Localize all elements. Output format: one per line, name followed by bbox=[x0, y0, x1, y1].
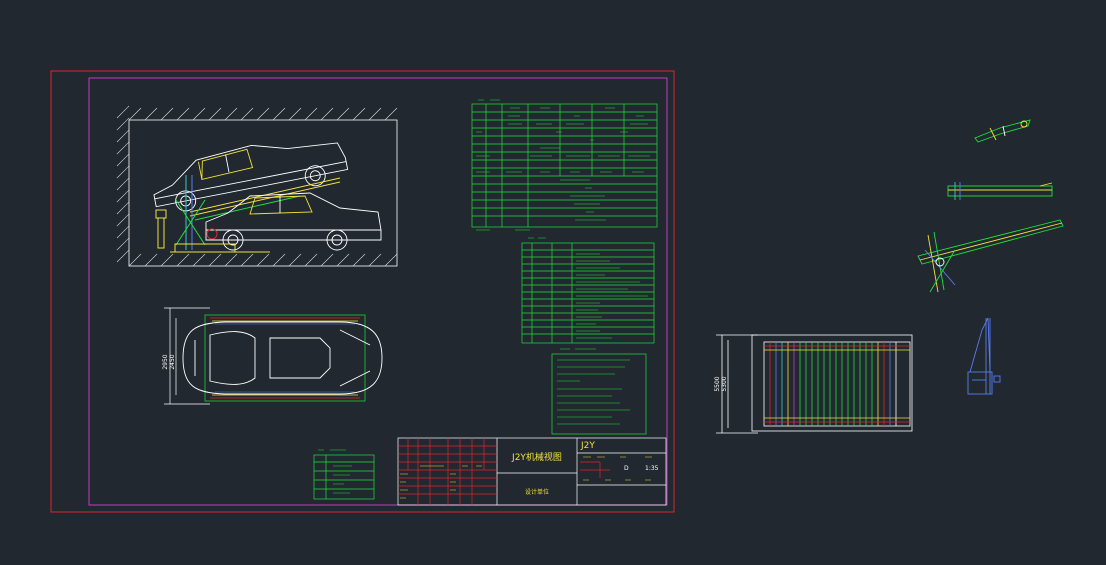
drawing-scale: 1:35 bbox=[645, 465, 659, 472]
drawing-border bbox=[88, 77, 668, 506]
dimension-right-inner: 5300 bbox=[721, 376, 728, 391]
dimension-right-outer: 5500 bbox=[714, 376, 721, 391]
detail-column-side bbox=[967, 317, 1001, 395]
legend-table bbox=[313, 449, 375, 500]
drawing-title: J2Y机械视图 bbox=[511, 451, 562, 463]
detail-platform bbox=[947, 182, 1053, 200]
plan-view: 2950 2450 bbox=[162, 307, 383, 405]
parts-list-table bbox=[521, 237, 655, 344]
side-elevation-view bbox=[116, 105, 398, 267]
detail-arm-top bbox=[974, 119, 1031, 143]
drawing-frame bbox=[50, 70, 675, 513]
company-name: 设计单位 bbox=[525, 488, 549, 496]
drawing-stage: D bbox=[624, 465, 629, 472]
upper-car bbox=[153, 142, 349, 212]
dimension-outer-width: 2950 bbox=[162, 354, 169, 369]
spec-table bbox=[471, 99, 658, 231]
title-block bbox=[397, 437, 667, 506]
technical-notes bbox=[551, 348, 647, 435]
car-top-outline bbox=[182, 321, 383, 395]
lift-column bbox=[155, 175, 270, 253]
lower-car bbox=[205, 192, 382, 251]
detail-tilted-ramp bbox=[917, 219, 1064, 293]
detail-plan-rails bbox=[716, 334, 913, 434]
dimension-inner-width: 2450 bbox=[169, 354, 176, 369]
drawing-code: J2Y bbox=[580, 441, 595, 451]
